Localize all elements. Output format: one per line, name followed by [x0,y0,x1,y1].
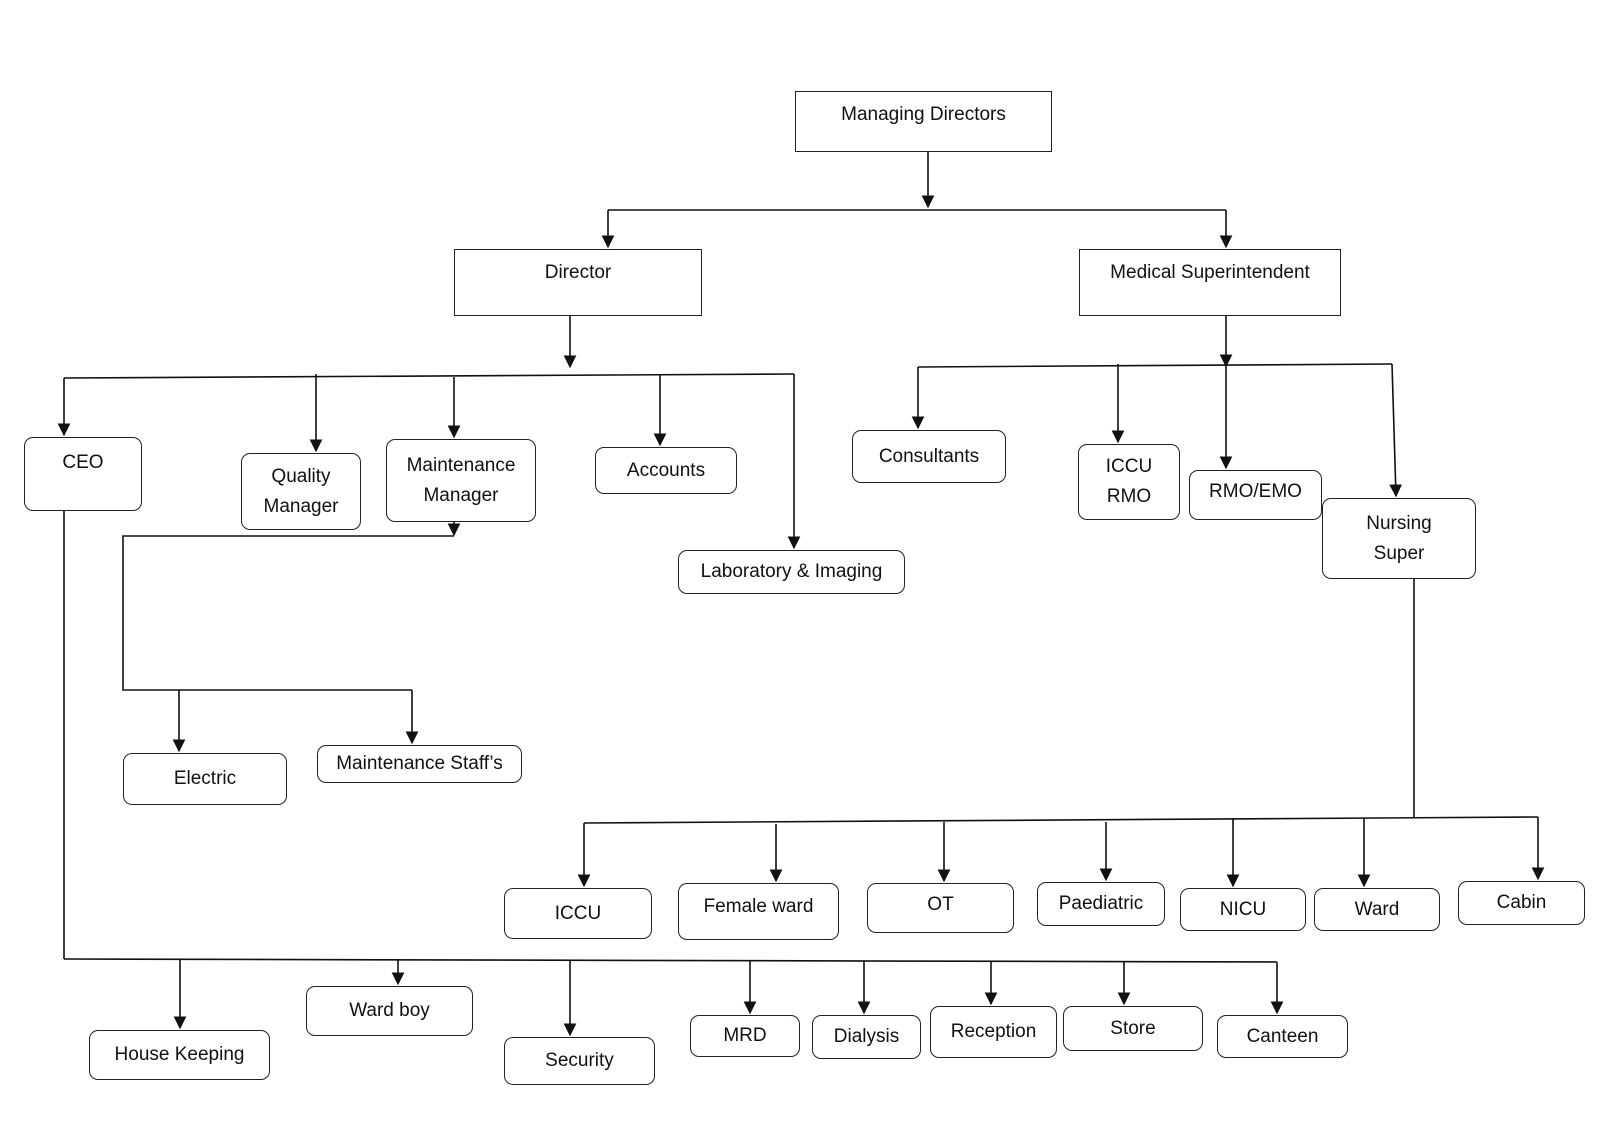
node-paediatric: Paediatric [1037,882,1165,926]
node-security: Security [504,1037,655,1085]
node-cabin: Cabin [1458,881,1585,925]
node-iccu-rmo: ICCU RMO [1078,444,1180,520]
node-rmo-emo: RMO/EMO [1189,470,1322,520]
node-consultants: Consultants [852,430,1006,483]
edge-medsup-bus [917,363,1393,368]
node-store: Store [1063,1006,1203,1051]
node-maintenance-manager: Maintenance Manager [386,439,536,522]
node-reception: Reception [930,1006,1057,1058]
node-female-ward: Female ward [678,883,839,940]
node-iccu: ICCU [504,888,652,939]
edge-director-bus [63,373,795,379]
node-maintenance-staffs: Maintenance Staff’s [317,745,522,783]
node-electric: Electric [123,753,287,805]
node-house-keeping: House Keeping [89,1030,270,1080]
edge-nursing-bus [583,816,1539,824]
node-managing-directors: Managing Directors [795,91,1052,152]
node-accounts: Accounts [595,447,737,494]
node-director: Director [454,249,702,316]
node-ward-boy: Ward boy [306,986,473,1036]
edge-medsup-nursing [1389,363,1403,498]
node-dialysis: Dialysis [812,1015,921,1059]
node-ward: Ward [1314,888,1440,931]
node-canteen: Canteen [1217,1015,1348,1058]
node-mrd: MRD [690,1015,800,1057]
node-ceo: CEO [24,437,142,511]
node-quality-manager: Quality Manager [241,453,361,530]
node-ot: OT [867,883,1014,933]
node-nicu: NICU [1180,888,1306,931]
edge-maint-route [122,535,454,691]
edge-ceo-bus [63,958,1278,963]
node-laboratory-imaging: Laboratory & Imaging [678,550,905,594]
node-nursing-super: Nursing Super [1322,498,1476,579]
node-medical-superintendent: Medical Superintendent [1079,249,1341,316]
